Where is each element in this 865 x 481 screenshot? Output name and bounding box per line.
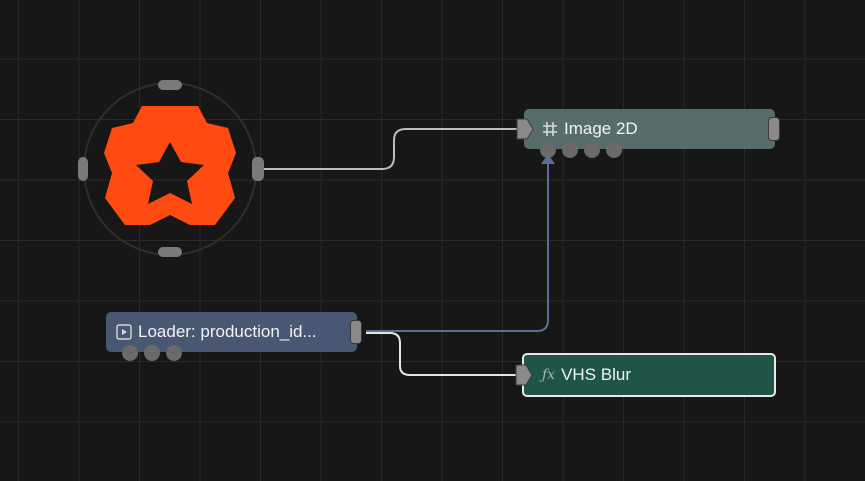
node-loader-label: Loader: production_id...	[138, 322, 317, 341]
loader-param-dot[interactable]	[166, 345, 182, 361]
loader-param-dot[interactable]	[122, 345, 138, 361]
node-image-2d-label: Image 2D	[564, 119, 638, 138]
image-2d-param-dot[interactable]	[606, 142, 622, 158]
node-loader[interactable]: Loader: production_id...	[106, 312, 357, 352]
arrowhead-icon	[541, 154, 555, 164]
loader-param-dot[interactable]	[144, 345, 160, 361]
star-gear-logo-icon[interactable]	[70, 78, 270, 260]
hash-icon	[542, 121, 558, 137]
logo-left-handle[interactable]	[78, 157, 88, 181]
logo-top-handle[interactable]	[158, 80, 182, 90]
vhs-blur-input-port[interactable]	[514, 363, 534, 387]
logo-bottom-handle[interactable]	[158, 247, 182, 257]
image-2d-param-dot[interactable]	[540, 142, 556, 158]
fx-icon: ƒx	[542, 367, 556, 383]
image-2d-param-dot[interactable]	[584, 142, 600, 158]
wire-logo-to-image2d[interactable]	[264, 128, 520, 170]
play-icon	[116, 324, 132, 340]
loader-output-port[interactable]	[350, 320, 362, 344]
node-vhs-blur-label: VHS Blur	[561, 365, 631, 384]
node-image-2d[interactable]: Image 2D	[524, 109, 775, 149]
image-2d-input-port[interactable]	[515, 117, 535, 141]
wire-loader-to-vhs-blur[interactable]	[366, 332, 518, 376]
image-2d-output-port[interactable]	[768, 117, 780, 141]
image-2d-param-dot[interactable]	[562, 142, 578, 158]
node-vhs-blur[interactable]: ƒx VHS Blur	[522, 353, 776, 397]
logo-output-port[interactable]	[252, 157, 264, 181]
wire-loader-to-image2d[interactable]	[366, 160, 549, 332]
